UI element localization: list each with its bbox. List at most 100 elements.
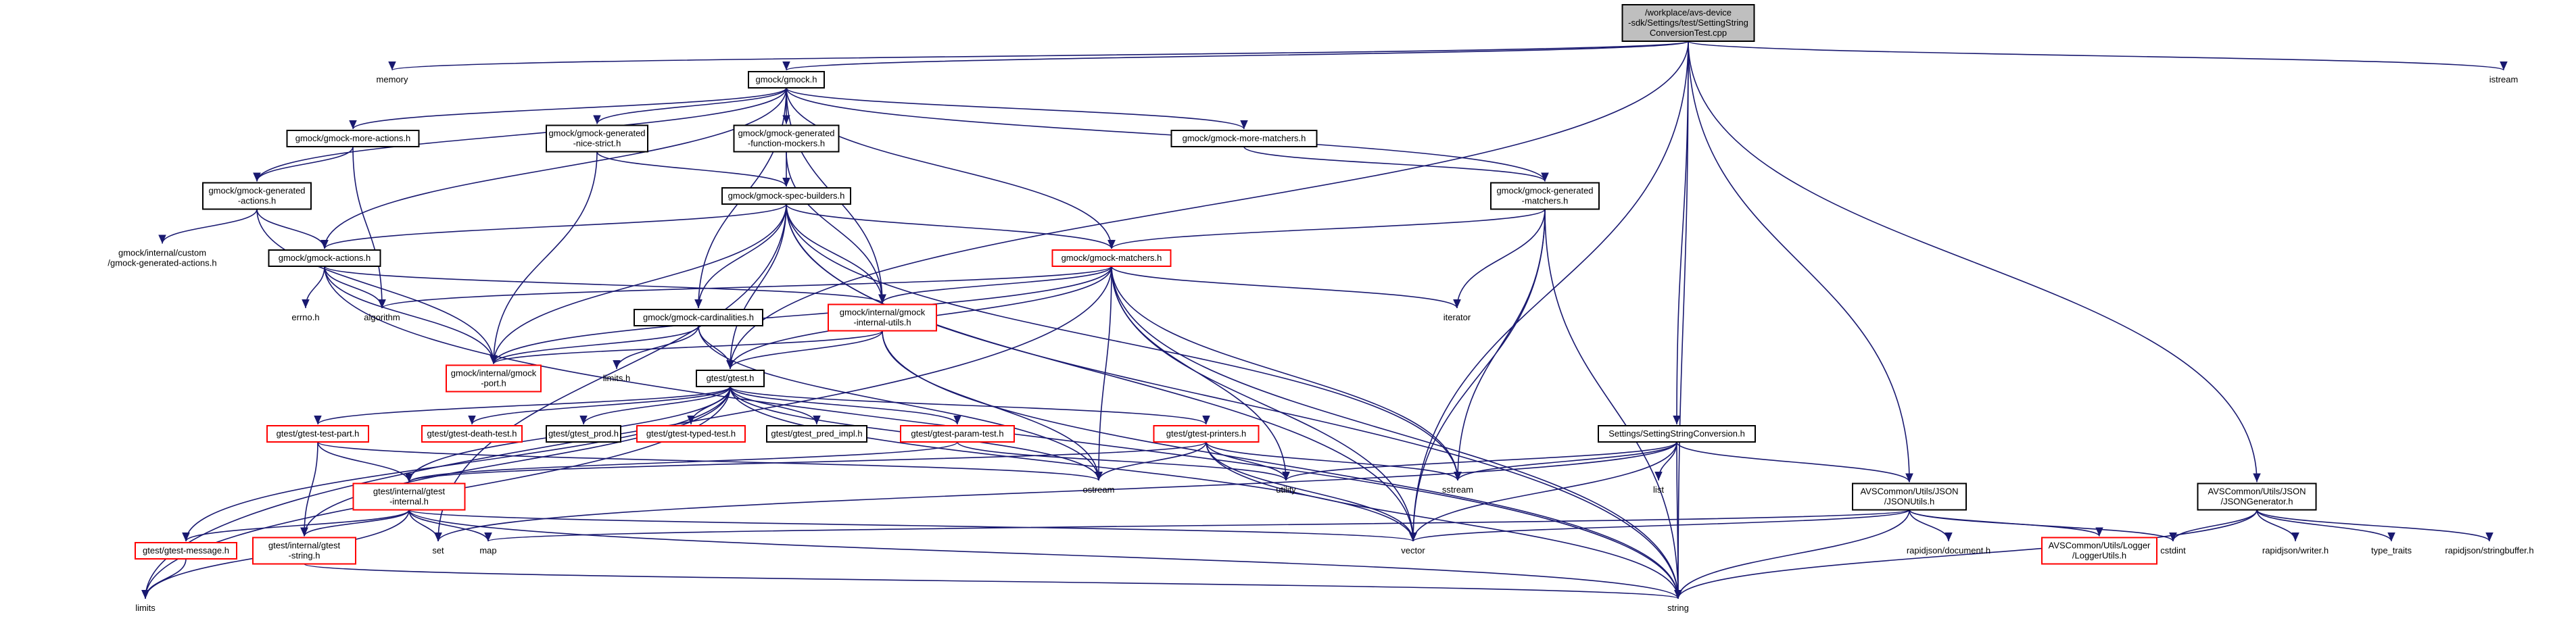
- edge-gt-internal-to-map: [408, 510, 492, 542]
- node-label-line: gtest/gtest_prod.h: [548, 428, 619, 439]
- edge-gm-matchers-to-limits: [141, 266, 1112, 599]
- edge-gmock-to-gm-more-actions: [349, 87, 787, 130]
- node-label-line: gmock/internal/gmock: [840, 307, 926, 318]
- node-label-line: cstdint: [2160, 545, 2186, 555]
- node-label-line: /workplace/avs-device: [1645, 7, 1732, 18]
- node-logger-utils[interactable]: AVSCommon/Utils/Logger/LoggerUtils.h: [2041, 537, 2157, 565]
- edge-json-utils-to-rj-document: [1909, 510, 1953, 542]
- node-label-line: limits: [135, 603, 156, 613]
- node-gtest[interactable]: gtest/gtest.h: [696, 370, 765, 387]
- node-label-line: AVSCommon/Utils/JSON: [2208, 487, 2306, 497]
- edge-gm-cardinalities-to-gm-port: [490, 325, 699, 364]
- node-box: [1490, 182, 1600, 210]
- node-label-line: memory: [377, 74, 408, 84]
- edge-gt-string-to-string: [304, 563, 1681, 599]
- node-memory: memory: [377, 74, 408, 84]
- edge-root-to-gtest: [726, 41, 1689, 370]
- node-label-line: /LoggerUtils.h: [2072, 551, 2126, 561]
- node-gm-gen-func[interactable]: gmock/gmock-generated-function-mockers.h: [733, 124, 840, 153]
- node-root[interactable]: /workplace/avs-device-sdk/Settings/test/…: [1621, 4, 1755, 42]
- node-label-line: -actions.h: [238, 196, 276, 206]
- node-gm-matchers[interactable]: gmock/gmock-matchers.h: [1051, 249, 1172, 267]
- edge-gt-internal-to-gt-message: [182, 510, 410, 542]
- node-gt-string[interactable]: gtest/internal/gtest-string.h: [252, 537, 356, 565]
- edge-settings-conv-to-json-utils: [1676, 441, 1913, 482]
- node-gt-typed[interactable]: gtest/gtest-typed-test.h: [636, 425, 746, 443]
- node-gt-death[interactable]: gtest/gtest-death-test.h: [421, 425, 523, 443]
- edge-gm-matchers-to-iterator: [1111, 266, 1461, 309]
- node-label-line: gmock/gmock-generated: [208, 186, 305, 196]
- edge-root-to-string: [1674, 41, 1689, 599]
- edge-gtest-to-gt-pred: [730, 386, 821, 425]
- node-gm-cardinalities[interactable]: gmock/gmock-cardinalities.h: [634, 309, 763, 326]
- edge-gt-printers-to-ostream: [1095, 441, 1207, 481]
- node-label-line: utility: [1276, 485, 1296, 495]
- edge-gm-gen-func-to-gm-internal-utils: [786, 151, 886, 303]
- edge-gm-gen-actions-to-gm-actions: [256, 209, 329, 249]
- node-gm-more-actions[interactable]: gmock/gmock-more-actions.h: [286, 130, 420, 147]
- node-label-line: iterator: [1444, 312, 1471, 322]
- node-layer: /workplace/avs-device-sdk/Settings/test/…: [108, 4, 2534, 613]
- node-json-utils[interactable]: AVSCommon/Utils/JSON/JSONUtils.h: [1852, 482, 1967, 511]
- node-ostream: ostream: [1083, 485, 1115, 495]
- node-gt-prod[interactable]: gtest/gtest_prod.h: [546, 425, 621, 443]
- node-label-line: -port.h: [481, 378, 506, 389]
- node-box: [733, 124, 840, 153]
- node-gmock[interactable]: gmock/gmock.h: [748, 71, 825, 89]
- node-box: [1598, 425, 1756, 443]
- node-gt-internal[interactable]: gtest/internal/gtest-internal.h: [352, 482, 466, 511]
- node-gm-gen-actions[interactable]: gmock/gmock-generated-actions.h: [202, 182, 312, 210]
- node-box: [748, 71, 825, 89]
- edge-root-to-json-utils: [1688, 41, 1913, 482]
- node-label-line: gmock/gmock-more-matchers.h: [1183, 133, 1306, 143]
- node-label-line: -nice-strict.h: [573, 139, 621, 149]
- node-label-line: errno.h: [291, 312, 319, 322]
- node-gm-spec[interactable]: gmock/gmock-spec-builders.h: [721, 187, 851, 205]
- edge-gm-spec-to-gm-cardinalities: [694, 203, 787, 309]
- node-gm-internal-utils[interactable]: gmock/internal/gmock-internal-utils.h: [828, 303, 937, 332]
- node-string: string: [1667, 603, 1689, 613]
- node-label-line: gtest/gtest.h: [707, 373, 755, 383]
- edge-json-utils-to-map: [485, 509, 1910, 542]
- edge-gm-more-matchers-to-gm-gen-matchers: [1243, 146, 1549, 182]
- node-label-line: map: [479, 545, 496, 555]
- node-label-line: ConversionTest.cpp: [1650, 28, 1727, 38]
- node-box: [634, 309, 763, 326]
- node-label-line: type_traits: [2371, 545, 2412, 555]
- node-gm-actions[interactable]: gmock/gmock-actions.h: [268, 249, 381, 267]
- node-box: [421, 425, 523, 443]
- node-gm-gen-nice[interactable]: gmock/gmock-generated-nice-strict.h: [546, 124, 648, 153]
- edge-gtest-to-vector: [730, 386, 1417, 542]
- edge-gt-param-to-utility: [957, 441, 1290, 481]
- node-box: [266, 425, 369, 443]
- node-gm-gen-matchers[interactable]: gmock/gmock-generated-matchers.h: [1490, 182, 1600, 210]
- node-label-line: gmock/gmock-spec-builders.h: [728, 191, 845, 201]
- node-box: [2041, 537, 2157, 565]
- node-box: [1051, 249, 1172, 267]
- node-istream: istream: [2489, 74, 2519, 84]
- node-gm-port[interactable]: gmock/internal/gmock-port.h: [446, 364, 542, 393]
- node-gt-printers[interactable]: gtest/gtest-printers.h: [1153, 425, 1260, 443]
- edge-gm-gen-matchers-to-vector: [1409, 209, 1546, 542]
- edge-gtest-to-gt-string: [300, 386, 731, 537]
- node-label-line: gtest/internal/gtest: [373, 487, 446, 497]
- edge-gt-printers-to-vector: [1206, 441, 1417, 542]
- node-label-line: istream: [2489, 74, 2519, 84]
- node-gt-test-part[interactable]: gtest/gtest-test-part.h: [266, 425, 369, 443]
- node-gt-message[interactable]: gtest/gtest-message.h: [135, 542, 237, 560]
- edge-gm-actions-to-errno: [302, 266, 325, 309]
- edge-gmock-to-gm-gen-matchers: [786, 87, 1549, 182]
- node-box: [546, 425, 621, 443]
- edge-gt-printers-to-gt-internal: [405, 441, 1207, 483]
- node-gm-more-matchers[interactable]: gmock/gmock-more-matchers.h: [1170, 130, 1318, 147]
- node-label-line: vector: [1401, 545, 1425, 555]
- edge-gtest-to-gt-printers: [730, 386, 1210, 425]
- edge-gm-spec-to-set: [434, 203, 787, 542]
- node-settings-conv[interactable]: Settings/SettingStringConversion.h: [1598, 425, 1756, 443]
- edge-gmock-to-gm-more-matchers: [786, 87, 1248, 130]
- node-map: map: [479, 545, 496, 555]
- node-gt-pred[interactable]: gtest/gtest_pred_impl.h: [766, 425, 867, 443]
- node-json-gen[interactable]: AVSCommon/Utils/JSON/JSONGenerator.h: [2197, 482, 2317, 511]
- edge-gm-spec-to-sstream: [786, 203, 1462, 481]
- node-gt-param[interactable]: gtest/gtest-param-test.h: [900, 425, 1015, 443]
